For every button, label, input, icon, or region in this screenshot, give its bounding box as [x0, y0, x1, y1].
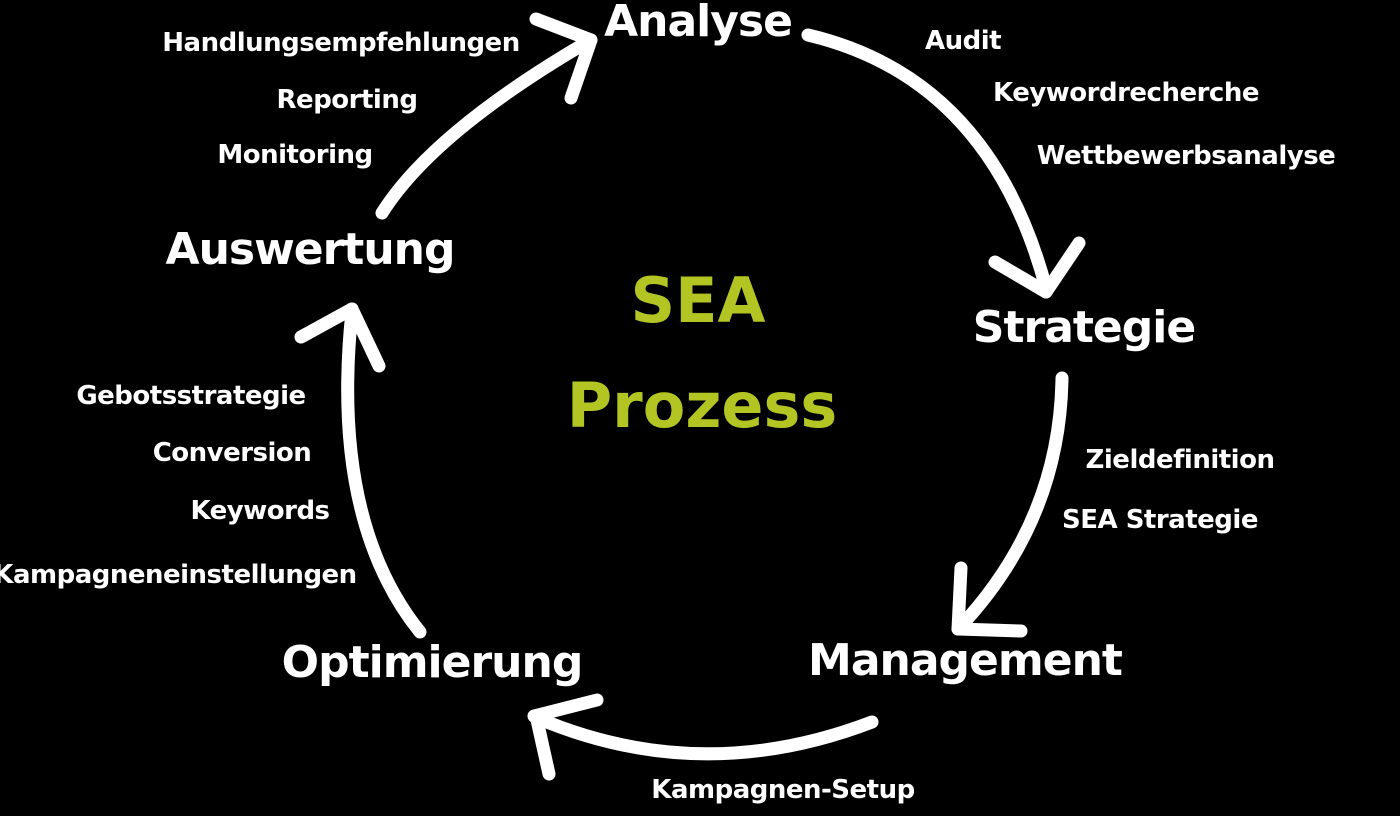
activity-conversion: Conversion: [152, 438, 312, 468]
stage-auswertung: Auswertung: [165, 224, 456, 275]
activity-sea-strategie: SEA Strategie: [1062, 505, 1258, 535]
activity-keywordrecherche: Keywordrecherche: [993, 78, 1259, 108]
center-title-line1: SEA: [630, 264, 766, 337]
stage-optimierung: Optimierung: [281, 637, 584, 688]
activity-audit: Audit: [924, 26, 1002, 56]
activity-gebotsstrategie: Gebotsstrategie: [76, 381, 306, 411]
activity-zieldefinition: Zieldefinition: [1085, 445, 1275, 475]
activity-reporting: Reporting: [276, 85, 418, 115]
activity-monitoring: Monitoring: [217, 140, 373, 170]
activity-kampagneneinstellungen: Kampagneneinstellungen: [0, 560, 357, 590]
curved-arrow-strategie-to-management-icon: [951, 371, 1069, 638]
activity-keywords: Keywords: [190, 496, 330, 526]
activity-kampagnen-setup: Kampagnen-Setup: [651, 775, 915, 805]
activity-handlungsempfehlungen: Handlungsempfehlungen: [162, 28, 520, 58]
curved-arrow-optimierung-to-auswertung-icon: [294, 302, 427, 639]
stage-strategie: Strategie: [972, 302, 1196, 353]
curved-arrow-management-to-optimierung-icon: [527, 693, 879, 781]
curved-arrow-auswertung-to-analyse-icon: [375, 12, 598, 220]
stage-analyse: Analyse: [604, 0, 793, 47]
center-title-line2: Prozess: [566, 369, 838, 442]
stage-management: Management: [808, 635, 1123, 686]
curved-arrow-analyse-to-strategie-icon: [801, 28, 1086, 299]
activity-wettbewerbsanalyse: Wettbewerbsanalyse: [1036, 141, 1336, 171]
